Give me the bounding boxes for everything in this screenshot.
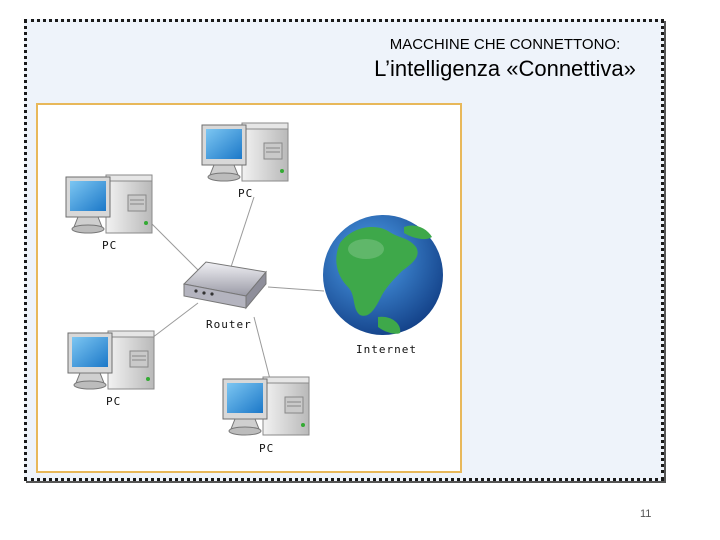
link-router-pc-top (230, 196, 255, 268)
pc-icon (222, 376, 310, 436)
internet-label: Internet (356, 343, 417, 356)
link-router-pc-left (147, 219, 199, 271)
network-diagram: PC PC Router Internet PC PC (36, 103, 462, 473)
slide-subtitle: MACCHINE CHE CONNETTONO: (389, 36, 621, 53)
pc-icon (65, 174, 153, 234)
slide-title: L’intelligenza «Connettiva» (374, 56, 636, 81)
pc-label: PC (238, 187, 254, 200)
link-router-pc-bottom-left (147, 302, 199, 342)
network-links (147, 196, 325, 388)
globe-icon (323, 215, 443, 335)
pc-label: PC (106, 395, 122, 408)
router-icon (182, 261, 267, 310)
pc-label: PC (102, 239, 118, 252)
link-router-pc-bottom (253, 316, 273, 388)
pc-icon (67, 330, 155, 390)
page-number: 11 (640, 508, 652, 520)
network-diagram-canvas (65, 122, 443, 436)
link-router-internet (267, 286, 325, 292)
pc-icon (201, 122, 289, 182)
pc-label: PC (259, 442, 275, 455)
router-label: Router (206, 318, 252, 331)
